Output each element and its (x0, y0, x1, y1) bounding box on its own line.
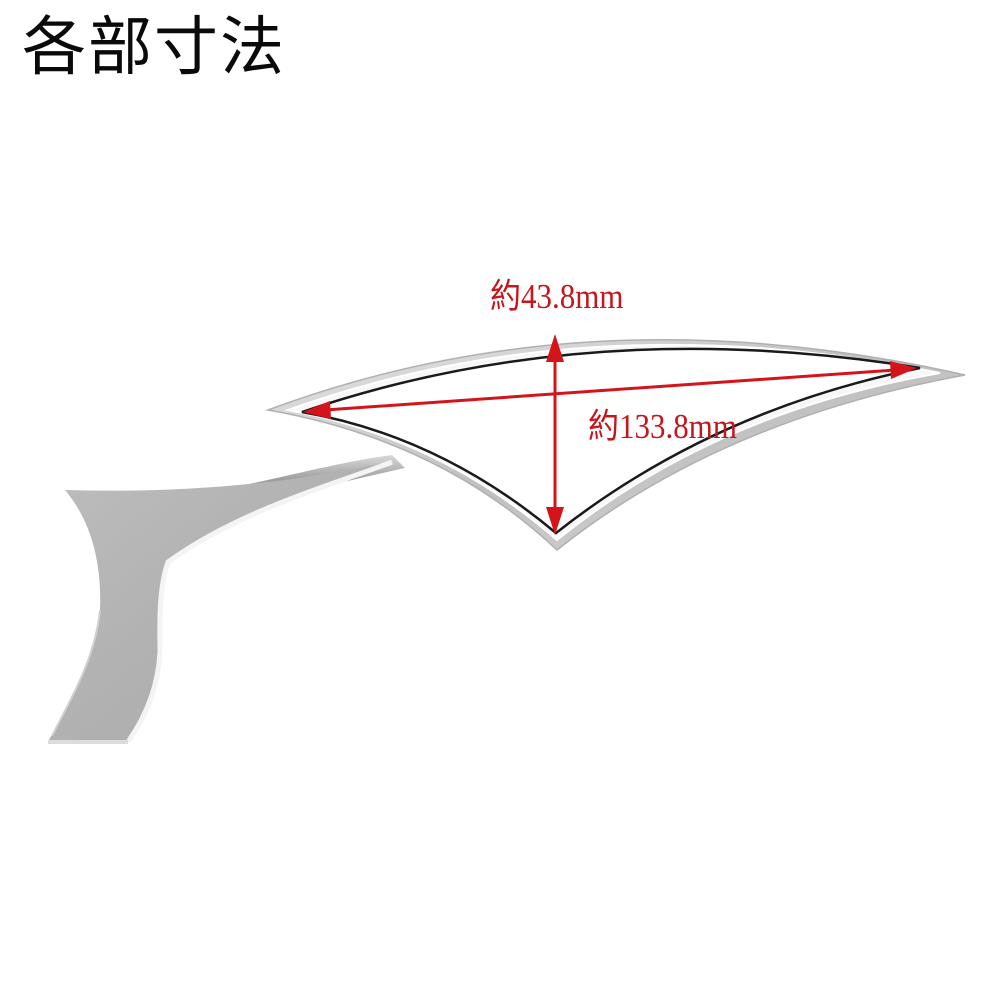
page-title: 各部寸法 (22, 11, 286, 85)
length-dimension-label: 約133.8mm (588, 406, 737, 447)
mirror-stem (48, 455, 405, 744)
mirror-glass (301, 347, 921, 535)
dimension-arrow-length (303, 361, 917, 419)
dimension-arrow-width (546, 334, 564, 535)
width-dimension-label: 約43.8mm (490, 276, 624, 317)
